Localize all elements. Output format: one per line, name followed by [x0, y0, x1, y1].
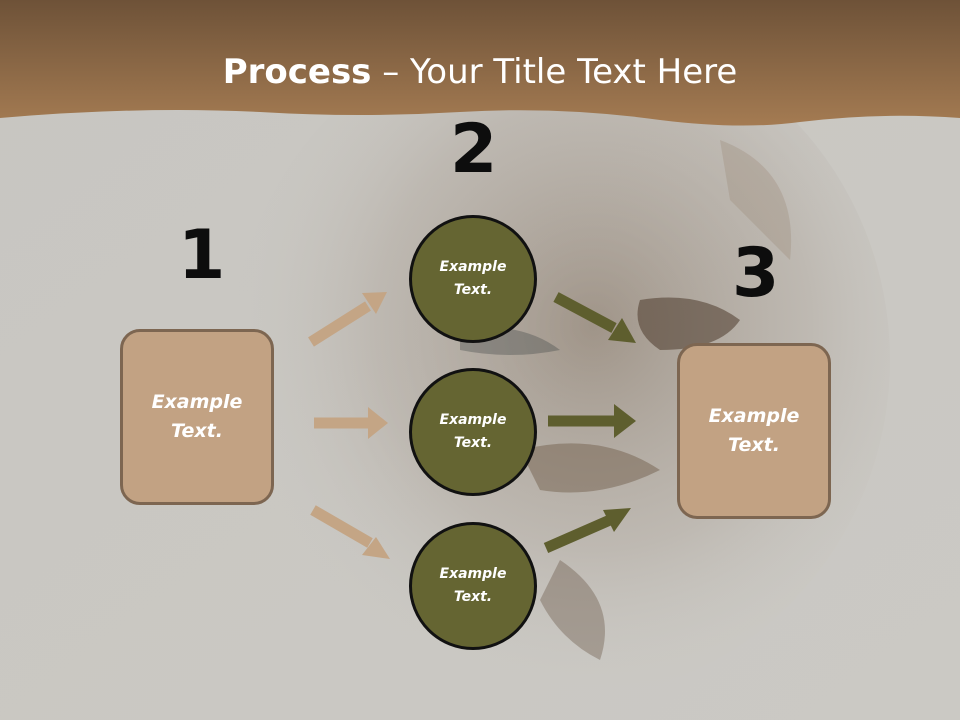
step-1-text-line2: Text.: [171, 420, 223, 442]
step-number-1: 1: [178, 216, 226, 295]
step-3-box: Example Text.: [677, 343, 831, 519]
circle-middle-line2: Text.: [453, 435, 493, 451]
step-1-box-text: Example Text.: [152, 388, 243, 446]
step-2-circle-middle: Example Text.: [409, 368, 537, 496]
circle-bottom-line2: Text.: [453, 589, 493, 605]
circle-middle-text: Example Text.: [440, 409, 507, 455]
right-arrow-middle: [548, 404, 636, 438]
step-3-box-text: Example Text.: [709, 402, 800, 460]
step-number-3: 3: [732, 234, 780, 313]
right-arrow-up: [543, 508, 631, 554]
step-3-text-line2: Text.: [728, 434, 780, 456]
step-number-2: 2: [450, 110, 498, 189]
circle-bottom-line1: Example: [439, 566, 507, 582]
slide-title: Process – Your Title Text Here: [0, 52, 960, 92]
step-2-circle-top: Example Text.: [409, 215, 537, 343]
circle-bottom-text: Example Text.: [440, 563, 507, 609]
right-arrow-down: [553, 292, 636, 343]
step-3-text-line1: Example: [708, 405, 800, 427]
title-rest: – Your Title Text Here: [371, 52, 738, 92]
header-band: [0, 0, 960, 126]
left-arrow-up: [308, 292, 387, 347]
step-1-box: Example Text.: [120, 329, 274, 505]
circle-top-text: Example Text.: [440, 256, 507, 302]
circle-middle-line1: Example: [439, 412, 507, 428]
title-bold: Process: [222, 52, 372, 92]
circle-top-line1: Example: [439, 259, 507, 275]
left-arrow-down: [310, 505, 390, 559]
step-2-circle-bottom: Example Text.: [409, 522, 537, 650]
step-1-text-line1: Example: [151, 391, 243, 413]
circle-top-line2: Text.: [453, 282, 493, 298]
left-arrow-middle: [314, 407, 388, 439]
